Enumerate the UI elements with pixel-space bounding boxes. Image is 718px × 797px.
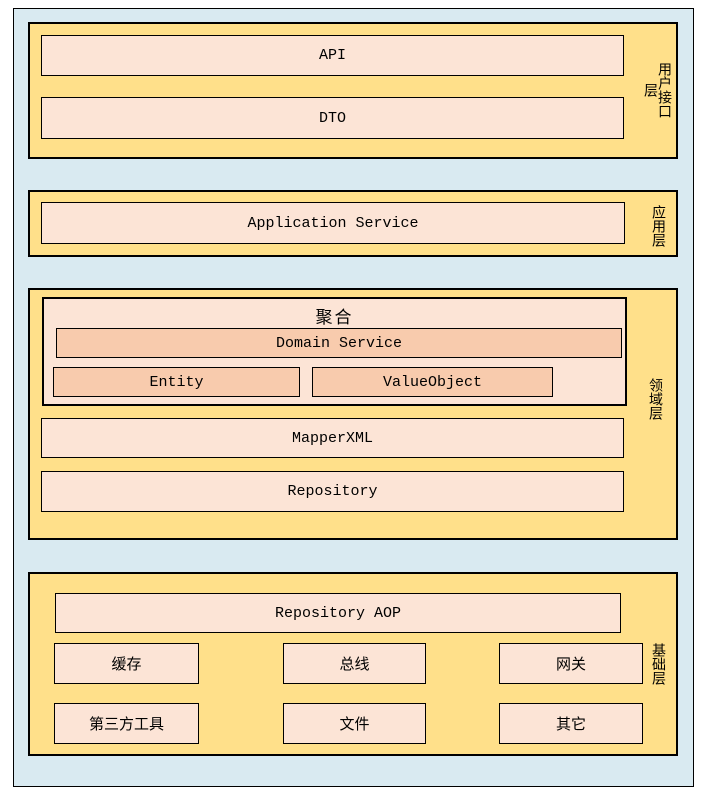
- node-api-label: API: [318, 47, 346, 64]
- node-mapper-xml: MapperXML: [41, 418, 624, 458]
- node-dto: DTO: [41, 97, 624, 139]
- layer-label-application: 应用层: [649, 205, 665, 247]
- node-other-label: 其它: [555, 717, 586, 734]
- node-entity: Entity: [53, 367, 300, 397]
- node-file: 文件: [283, 703, 426, 744]
- node-value-object: ValueObject: [312, 367, 553, 397]
- aggregate-title: 聚合: [315, 310, 354, 329]
- layer-label-domain: 领域层: [646, 378, 662, 420]
- layer-application: Application Service 应用层: [28, 190, 678, 257]
- node-third-party-tools: 第三方工具: [54, 703, 199, 744]
- node-application-service-label: Application Service: [247, 214, 419, 232]
- layer-label-infrastructure: 基础层: [649, 643, 665, 685]
- aggregate-group: 聚合 Domain Service Entity ValueObject: [42, 297, 627, 406]
- node-cache-label: 缓存: [111, 657, 142, 674]
- node-domain-service: Domain Service: [56, 328, 622, 358]
- node-value-object-label: ValueObject: [382, 373, 483, 391]
- node-other: 其它: [499, 703, 643, 744]
- layer-domain: 聚合 Domain Service Entity ValueObject Map…: [28, 288, 678, 540]
- node-api: API: [41, 35, 624, 76]
- layer-label-user-interface: 用户接口层: [641, 62, 671, 118]
- node-application-service: Application Service: [41, 202, 625, 244]
- node-bus-label: 总线: [339, 657, 370, 674]
- node-gateway-label: 网关: [555, 657, 586, 674]
- node-repository-aop: Repository AOP: [55, 593, 621, 633]
- node-file-label: 文件: [339, 717, 370, 734]
- node-third-party-tools-label: 第三方工具: [88, 717, 164, 734]
- node-repository: Repository: [41, 471, 624, 512]
- diagram-canvas: API DTO 用户接口层 Application Service 应用层 聚合…: [13, 8, 694, 787]
- node-mapper-xml-label: MapperXML: [291, 429, 373, 447]
- node-domain-service-label: Domain Service: [275, 334, 403, 352]
- node-repository-aop-label: Repository AOP: [274, 604, 402, 622]
- layer-user-interface: API DTO 用户接口层: [28, 22, 678, 159]
- layer-infrastructure: Repository AOP 缓存 总线 网关 第三方工具 文件 其它 基础层: [28, 572, 678, 756]
- node-repository-label: Repository: [287, 483, 378, 500]
- node-cache: 缓存: [54, 643, 199, 684]
- node-dto-label: DTO: [318, 109, 346, 127]
- node-gateway: 网关: [499, 643, 643, 684]
- node-bus: 总线: [283, 643, 426, 684]
- node-entity-label: Entity: [149, 373, 204, 391]
